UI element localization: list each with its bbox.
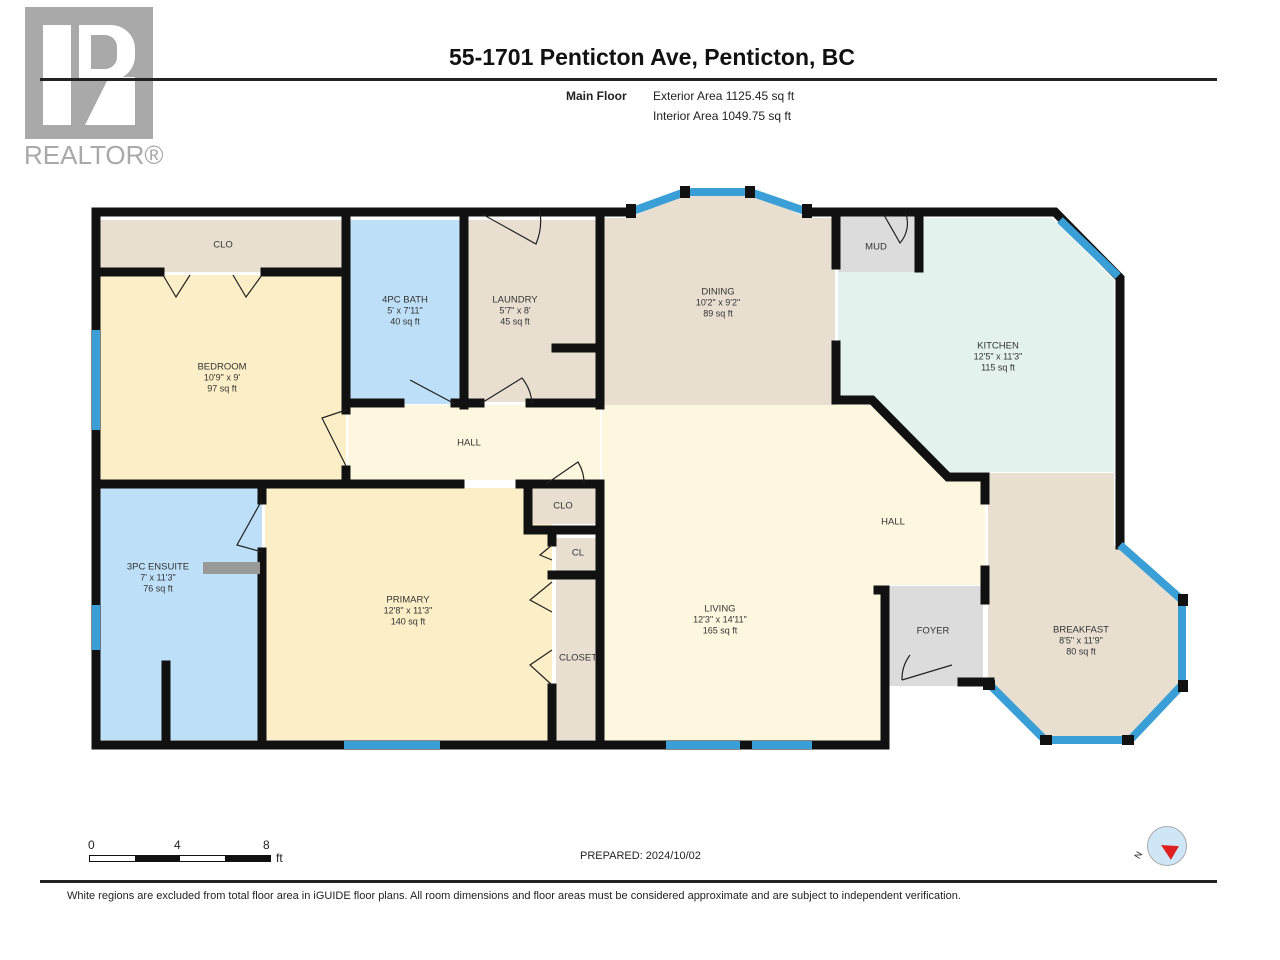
room-clo-top — [100, 220, 346, 272]
prepared-date: PREPARED: 2024/10/02 — [580, 850, 701, 862]
room-laundry — [466, 220, 600, 402]
room-clo-small — [530, 488, 596, 524]
disclaimer: White regions are excluded from total fl… — [67, 890, 961, 902]
wall-posts — [626, 186, 1188, 745]
room-living — [602, 405, 985, 742]
room-breakfast — [988, 473, 1182, 740]
exterior-area: Exterior Area 1125.45 sq ft — [653, 89, 795, 103]
room-hall-west — [348, 405, 600, 480]
room-label-mud: MUD — [865, 241, 887, 253]
door-swings — [162, 211, 953, 686]
floor-label: Main Floor — [566, 89, 627, 103]
header-divider — [40, 78, 1217, 81]
ensuite-shower-bench — [203, 562, 260, 574]
room-kitchen — [838, 218, 1114, 472]
room-mud — [838, 214, 916, 272]
scale-unit: ft — [276, 851, 283, 865]
room-bath4 — [348, 220, 462, 404]
interior-area: Interior Area 1049.75 sq ft — [653, 109, 792, 123]
scale-tick-4: 4 — [174, 838, 181, 852]
room-foyer — [885, 586, 983, 686]
walls — [91, 207, 1125, 750]
room-ensuite — [100, 488, 262, 740]
room-dining — [602, 192, 835, 405]
room-closet — [556, 578, 597, 740]
room-label-foyer: FOYER — [916, 625, 950, 637]
room-primary — [265, 488, 552, 740]
scale-tick-8: 8 — [263, 838, 270, 852]
realtor-logo — [25, 7, 153, 139]
scale-bar — [89, 855, 271, 862]
room-label-hall-west: HALL — [457, 437, 481, 449]
room-label-clo-top: CLO — [213, 239, 233, 251]
room-cl — [556, 538, 597, 572]
compass-icon — [1147, 826, 1187, 866]
realtor-logo-text: REALTOR® — [24, 140, 164, 170]
room-bedroom — [100, 275, 346, 480]
windows — [92, 188, 1186, 749]
room-label-clo-small: CLO — [553, 500, 573, 512]
room-label-hall-east: HALL — [881, 516, 905, 528]
room-label-closet: CLOSET — [558, 652, 598, 664]
room-label-cl: CL — [571, 547, 585, 559]
footer-divider — [40, 880, 1217, 883]
scale-tick-0: 0 — [88, 838, 95, 852]
page-title: 55-1701 Penticton Ave, Penticton, BC — [448, 44, 855, 70]
